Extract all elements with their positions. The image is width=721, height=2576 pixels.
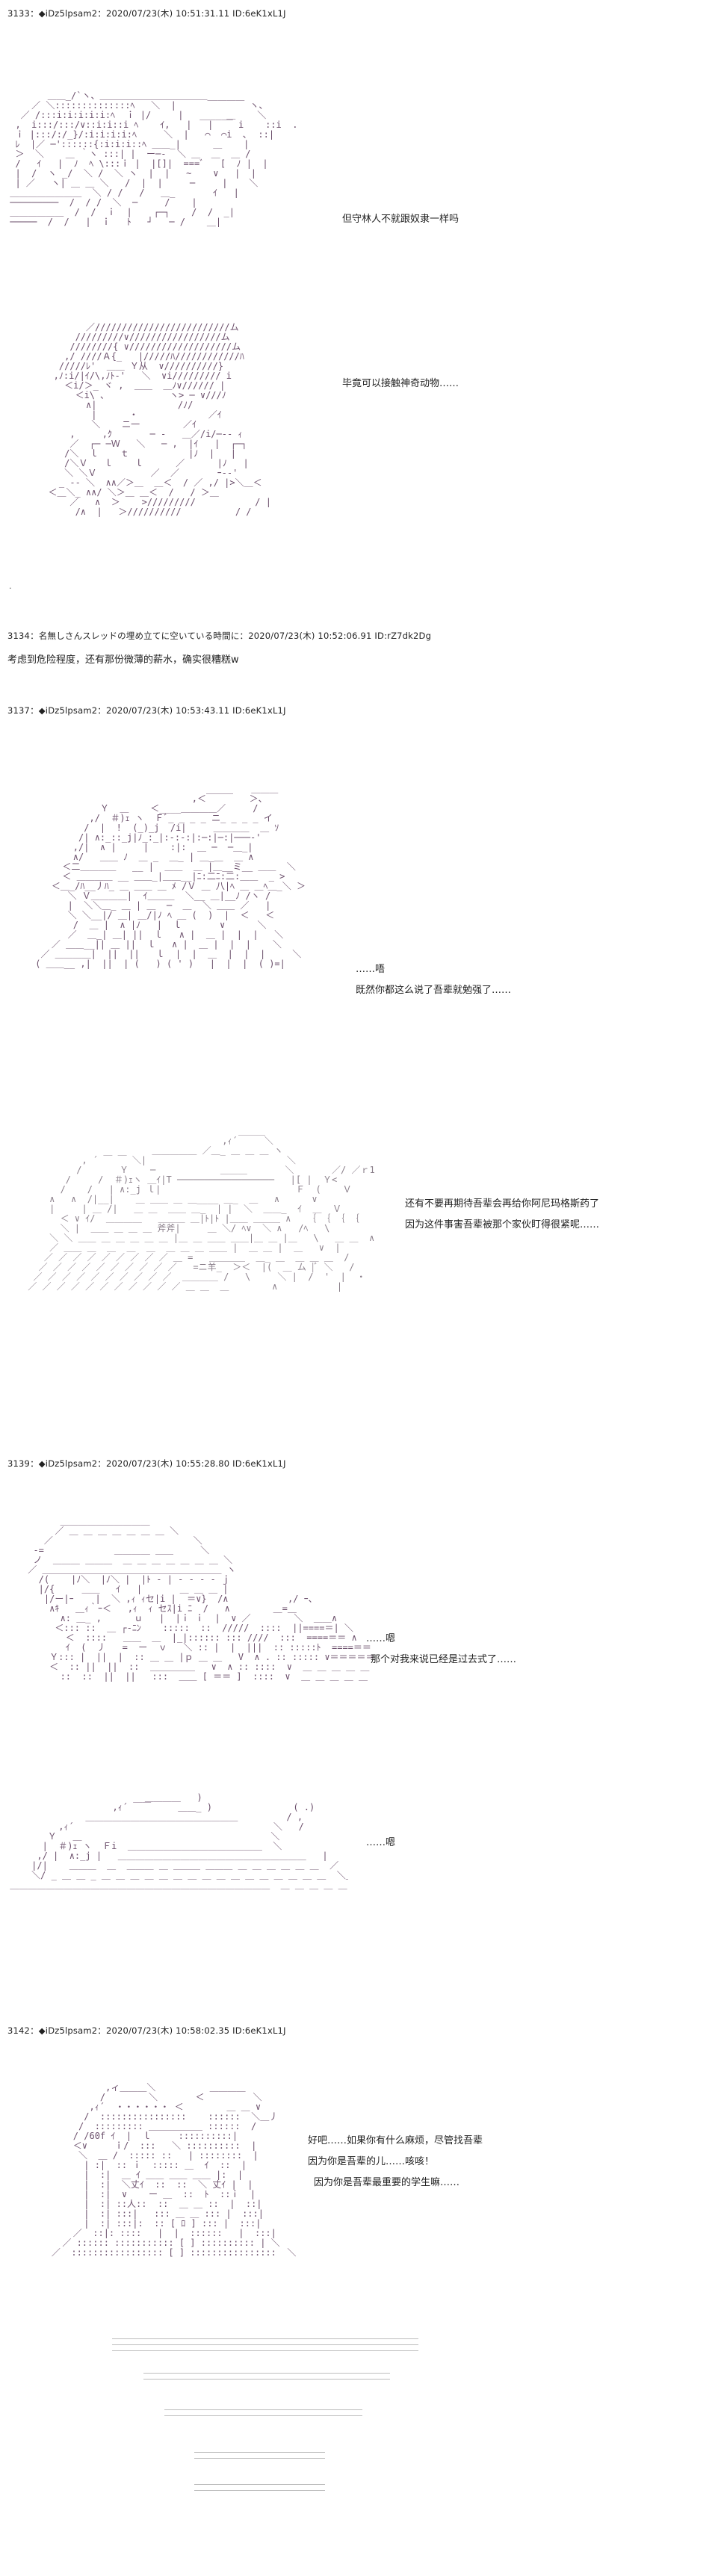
post-header-3139: 3139：◆iDz5lpsam2：2020/07/23(木) 10:55:28.… — [7, 1458, 286, 1469]
post-body: 考虑到危险程度，还有那份微薄的薪水，确实很糟糕w — [7, 654, 239, 666]
dialogue-line: 因为你是吾辈的儿……咳咳！ — [308, 2156, 435, 2167]
post-header-3137: 3137：◆iDz5lpsam2：2020/07/23(木) 10:53:43.… — [7, 705, 286, 716]
dialogue-line: 但守林人不就跟奴隶一样吗 — [342, 214, 459, 225]
dialogue-line: 因为你是吾辈最重要的学生嘛…… — [314, 2177, 460, 2188]
post-header-3133: 3133：◆iDz5lpsam2：2020/07/23(木) 10:51:31.… — [7, 8, 286, 19]
ascii-art-character-7: ,ィ＿＿＿＼ ＿＿＿＿ / ＼ ＜ ＼ ,ｨ´ ・・・・・・ ＜ ＿ ＿ ∨ /… — [51, 2083, 297, 2258]
post-header-3134: 3134：名無しさんスレッドの埋め立てに空いている時間に：2020/07/23(… — [7, 631, 432, 641]
dialogue-line: ……嗯 — [366, 1633, 396, 1644]
ascii-art-character-6: ＿＿＿＿ ) ,ｨ´ ￣￣ ＿＿_ ) ( .) ＿＿＿＿＿＿＿＿＿＿＿＿＿＿＿… — [10, 1793, 348, 1890]
separator-dot: . — [9, 581, 12, 591]
dialogue-line: 毕竟可以接触神奇动物…… — [342, 378, 459, 389]
dialogue-line: ……嗯 — [366, 1837, 396, 1848]
dialogue-line: 还有不要再期待吾辈会再给你阿尼玛格斯药了 — [405, 1198, 600, 1210]
dialogue-line: 因为这件事害吾辈被那个家伙盯得很紧呢…… — [405, 1219, 600, 1230]
dialogue-line: 那个对我来说已经是过去式了…… — [371, 1654, 517, 1665]
ascii-art-character-1: ＿＿_/`ヽ、＿＿＿＿＿＿＿＿＿＿＿＿_ ／ ＼::::::::::::::ﾍ … — [10, 91, 298, 227]
dialogue-line: ……唔 — [356, 964, 386, 975]
post-header-3142: 3142：◆iDz5lpsam2：2020/07/23(木) 10:58:02.… — [7, 2025, 286, 2036]
ascii-art-character-2: ／/////////////////////////ム /////////∨//… — [48, 323, 271, 517]
dialogue-line: 好吧……如果你有什么麻烦，尽管找吾辈 — [308, 2135, 483, 2146]
ascii-art-character-5: ＿＿＿＿＿＿＿＿＿＿ ／ ＿ ＿ ＿ ＿ ＿ ＿ ＿ ＼ ／ ＼ -= ＿＿＿＿… — [28, 1517, 374, 1682]
ascii-art-character-4: ＿＿＿ ,ｨ´ ＼ ＿＿＿＿＿ ／＿_ ＿ ＿ ＿ ヽ , ´ ￣ ￣ ＼| ＼… — [28, 1127, 375, 1292]
ascii-art-character-3: ＿＿＿ ,＜￣￣￣ ＞、 Ｙ ＿ ＜____＿＿＿＿／ / ,/ ＃)ｪ ヽ Ｆ… — [35, 784, 306, 969]
footer-decoration — [0, 2331, 721, 2570]
dialogue-line: 既然你都这么说了吾辈就勉强了…… — [356, 985, 512, 996]
